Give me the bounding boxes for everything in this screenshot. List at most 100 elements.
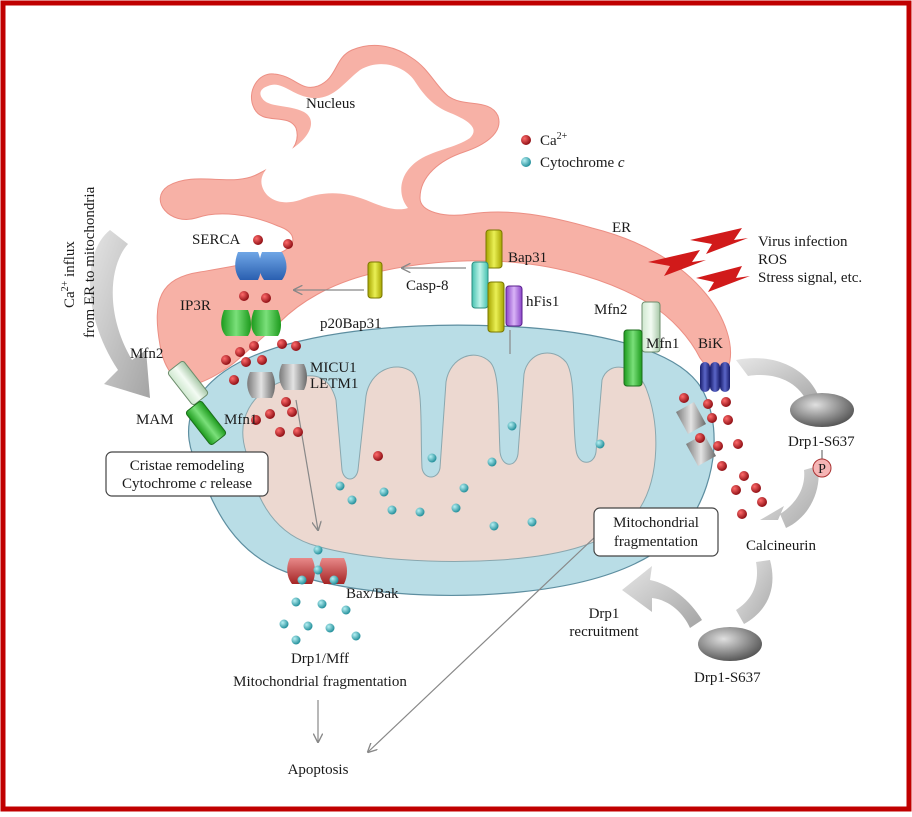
p20bap31-label: p20Bap31 bbox=[320, 316, 382, 332]
calcium-ion bbox=[249, 341, 259, 351]
cytochrome-c-molecule bbox=[489, 521, 499, 531]
calcium-ion bbox=[275, 427, 285, 437]
cytochrome-c-molecule bbox=[317, 599, 327, 609]
stress-signal-label: Stress signal, etc. bbox=[758, 270, 862, 286]
cytochrome-c-molecule bbox=[313, 545, 323, 555]
drp1-recruitment-label-2: recruitment bbox=[569, 624, 639, 640]
bolt-icon bbox=[690, 228, 748, 254]
cytochrome-c-molecule bbox=[595, 439, 605, 449]
cytochrome-c-molecule bbox=[347, 495, 357, 505]
calcium-ion bbox=[733, 439, 743, 449]
micu1-right bbox=[279, 364, 307, 390]
cycle-arrow-right bbox=[760, 466, 819, 528]
ros-label: ROS bbox=[758, 252, 787, 268]
cytochrome-c-molecule bbox=[325, 623, 335, 633]
calcium-ion bbox=[291, 341, 301, 351]
cytochrome-c-molecule bbox=[427, 453, 437, 463]
cytochrome-c-molecule bbox=[387, 505, 397, 515]
cytochrome-c-molecule bbox=[341, 605, 351, 615]
calcium-ion bbox=[253, 235, 263, 245]
calcium-ion bbox=[287, 407, 297, 417]
calcium-ion bbox=[293, 427, 303, 437]
drp1-s637-bottom-label: Drp1-S637 bbox=[694, 670, 761, 686]
calcium-ion bbox=[723, 415, 733, 425]
bap31-yellow-bottom bbox=[487, 281, 505, 333]
mito-fragmentation-label: Mitochondrial fragmentation bbox=[233, 674, 407, 690]
calcium-ion bbox=[739, 471, 749, 481]
calcium-ion bbox=[713, 441, 723, 451]
mfn2-right-protein bbox=[641, 301, 661, 353]
serca-right bbox=[259, 252, 287, 280]
calcineurin-label: Calcineurin bbox=[746, 538, 816, 554]
mfn1-left-protein bbox=[185, 401, 227, 445]
calcium-ion bbox=[731, 485, 741, 495]
calcium-ion bbox=[721, 397, 731, 407]
mfn2-left-label: Mfn2 bbox=[130, 346, 163, 362]
calcium-ion bbox=[229, 375, 239, 385]
hfis1-label: hFis1 bbox=[526, 294, 559, 310]
calcium-ion bbox=[283, 239, 293, 249]
cytochrome-legend-icon bbox=[521, 157, 531, 167]
er-label: ER bbox=[612, 220, 631, 236]
ca-influx-arrow bbox=[89, 230, 150, 398]
mitochondrion bbox=[187, 324, 715, 596]
drp1-mff-label: Drp1/Mff bbox=[291, 651, 349, 667]
bax-bak-label: Bax/Bak bbox=[346, 586, 399, 602]
cytochrome-c-molecule bbox=[335, 481, 345, 491]
mito-fragmentation-box bbox=[593, 507, 719, 557]
drp1-s637-bottom-ellipse bbox=[698, 627, 762, 661]
cytochrome-c-molecule bbox=[527, 517, 537, 527]
cytochrome-c-molecule bbox=[303, 621, 313, 631]
phospho-label: P bbox=[818, 462, 826, 477]
cytochrome-c-molecule bbox=[291, 635, 301, 645]
serca-label: SERCA bbox=[192, 232, 241, 248]
er-nucleus-membrane bbox=[156, 44, 732, 386]
micu1-label: MICU1 bbox=[310, 360, 357, 376]
letm1-label: LETM1 bbox=[310, 376, 358, 392]
calcium-ion bbox=[277, 339, 287, 349]
calcium-ion bbox=[757, 497, 767, 507]
cytochrome-c-molecule bbox=[451, 503, 461, 513]
cytochrome-legend-label: Cytochrome c bbox=[540, 155, 625, 171]
cytochrome-c-molecule bbox=[379, 487, 389, 497]
calcium-legend-label: Ca2+ bbox=[540, 131, 568, 149]
calcium-ion bbox=[261, 293, 271, 303]
cytochrome-c-molecule bbox=[351, 631, 361, 641]
cytc-release-arrow bbox=[295, 399, 318, 530]
calcium-ion bbox=[703, 399, 713, 409]
calcium-ion bbox=[235, 347, 245, 357]
molecule-dots bbox=[221, 235, 767, 645]
cristae-box-line1: Cristae remodeling bbox=[130, 458, 245, 474]
calcium-ion bbox=[281, 397, 291, 407]
hfis1-protein bbox=[505, 285, 523, 327]
fragmentation-to-apoptosis-arrow bbox=[368, 535, 597, 752]
bax-bak-channel bbox=[287, 558, 347, 584]
phospho-badge bbox=[812, 458, 832, 478]
ip3r-left bbox=[221, 310, 251, 336]
right-channel bbox=[676, 402, 716, 466]
serca-left bbox=[235, 252, 261, 280]
drp1-recruitment-arrow bbox=[622, 566, 702, 628]
cytochrome-c-molecule bbox=[459, 483, 469, 493]
calcium-ion bbox=[221, 355, 231, 365]
cristae-box-line2: Cytochrome c release bbox=[122, 476, 252, 492]
cytochrome-c-molecule bbox=[329, 575, 339, 585]
virus-infection-label: Virus infection bbox=[758, 234, 848, 250]
calcium-ion bbox=[737, 509, 747, 519]
calcium-ion bbox=[751, 483, 761, 493]
bik-label: BiK bbox=[698, 336, 723, 352]
p20bap31-protein bbox=[367, 261, 383, 299]
mfn1-right-protein bbox=[623, 329, 643, 387]
micu1-letm1-channel bbox=[247, 364, 307, 398]
casp8-label: Casp-8 bbox=[406, 278, 449, 294]
bolt-icon bbox=[696, 266, 750, 292]
calcium-ion bbox=[717, 461, 727, 471]
calcium-ion bbox=[239, 291, 249, 301]
er-gap bbox=[170, 227, 266, 260]
ca-influx-text: from ER to mitochondria Ca2+ influx bbox=[60, 186, 98, 338]
cycle-arrow-top bbox=[736, 358, 820, 400]
calcium-ion bbox=[241, 357, 251, 367]
